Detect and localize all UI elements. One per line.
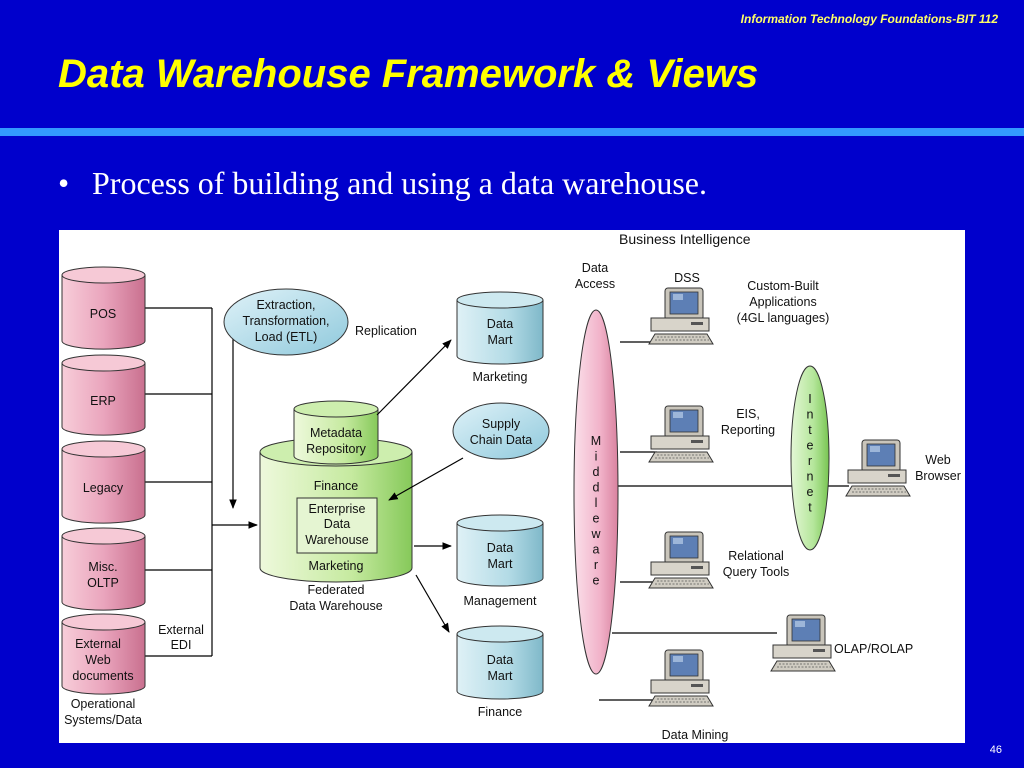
mart-marketing-label-line2: Mart (488, 333, 514, 347)
source-misc-oltp-label-line2: OLTP (87, 576, 119, 590)
mart-management-label-line2: Mart (488, 557, 514, 571)
eis-label-line1: EIS, (736, 407, 760, 421)
source-external-web-label-line1: External (75, 637, 121, 651)
relational-label-line2: Query Tools (723, 565, 789, 579)
data-warehouse-diagram: Business Intelligence Data Access POS ER… (59, 230, 965, 743)
middleware-letter: M (591, 434, 601, 448)
bullet-text: Process of building and using a data war… (92, 165, 707, 201)
middleware-letter: e (593, 574, 600, 588)
slide-title: Data Warehouse Framework & Views (58, 52, 759, 96)
relational-label-line1: Relational (728, 549, 784, 563)
data-mart-finance-db: Data Mart (456, 625, 544, 700)
web-browser-computer-icon (845, 439, 911, 497)
data-access-label-line1: Data (582, 261, 608, 275)
source-misc-oltp-db: Misc. OLTP (61, 527, 146, 611)
metadata-label-line2: Repository (306, 442, 366, 456)
custom-apps-label-line3: (4GL languages) (737, 311, 830, 325)
internet-letter: I (808, 392, 811, 406)
eis-computer-icon (648, 405, 714, 463)
edw-label-line1: Enterprise (309, 502, 366, 516)
middleware-letter: e (593, 512, 600, 526)
operational-label-line2: Systems/Data (64, 713, 142, 727)
mart-management-label-line1: Data (487, 541, 513, 555)
internet-letter: n (807, 408, 814, 422)
supply-chain-data: Supply Chain Data (452, 402, 550, 460)
mart-finance-label-line1: Data (487, 653, 513, 667)
olap-label: OLAP/ROLAP (834, 642, 913, 656)
web-browser-label-line1: Web (925, 453, 951, 467)
relational-computer-icon (648, 531, 714, 589)
source-external-web-db: External Web documents (61, 613, 146, 695)
internet-letter: t (808, 423, 812, 437)
page-number: 46 (989, 744, 1002, 756)
course-title: Information Technology Foundations-BIT 1… (740, 12, 998, 26)
warehouse-caption-line1: Federated (308, 583, 365, 597)
data-access-label-line2: Access (575, 277, 615, 291)
operational-label-line1: Operational (71, 697, 136, 711)
source-erp-label: ERP (90, 394, 116, 408)
eis-label-line2: Reporting (721, 423, 775, 437)
internet-letter: r (808, 454, 812, 468)
title-divider (0, 128, 1024, 136)
mart-finance-label-line2: Mart (488, 669, 514, 683)
external-edi-label-line2: EDI (171, 638, 192, 652)
middleware-letter: d (593, 465, 600, 479)
data-mining-computer-icon (648, 649, 714, 707)
etl-label-line2: Transformation, (242, 314, 329, 328)
mart-finance-caption: Finance (478, 705, 523, 719)
olap-computer-icon (770, 614, 836, 672)
middleware-letter: w (590, 527, 601, 541)
business-intelligence-label: Business Intelligence (619, 231, 751, 247)
etl-process: Extraction, Transformation, Load (ETL) (223, 288, 349, 356)
mart-marketing-label-line1: Data (487, 317, 513, 331)
mart-management-caption: Management (464, 594, 537, 608)
source-legacy-db: Legacy (61, 440, 146, 524)
source-legacy-label: Legacy (83, 481, 124, 495)
etl-label-line3: Load (ETL) (255, 330, 318, 344)
source-misc-oltp-label-line1: Misc. (88, 560, 117, 574)
metadata-repository-db: Metadata Repository (293, 400, 379, 465)
web-browser-label-line2: Browser (915, 469, 961, 483)
edw-label-line2: Data (324, 517, 350, 531)
bullet-point: • Process of building and using a data wa… (58, 165, 707, 202)
source-erp-db: ERP (61, 354, 146, 436)
bullet-marker: • (58, 165, 70, 201)
middleware-letter: d (593, 481, 600, 495)
supply-chain-label-line1: Supply (482, 417, 521, 431)
mart-marketing-caption: Marketing (473, 370, 528, 384)
middleware-letter: a (593, 543, 600, 557)
middleware-letter: l (595, 496, 598, 510)
source-external-web-label-line3: documents (72, 669, 133, 683)
source-pos-label: POS (90, 307, 116, 321)
data-mart-management-db: Data Mart (456, 514, 544, 587)
supply-chain-label-line2: Chain Data (470, 433, 533, 447)
etl-label-line1: Extraction, (256, 298, 315, 312)
data-mining-label: Data Mining (662, 728, 729, 742)
warehouse-caption-line2: Data Warehouse (289, 599, 382, 613)
external-edi-label-line1: External (158, 623, 204, 637)
dss-computer-icon (648, 287, 714, 345)
internet-letter: e (807, 439, 814, 453)
internet-letter: e (807, 485, 814, 499)
metadata-label-line1: Metadata (310, 426, 362, 440)
custom-apps-label-line2: Applications (749, 295, 816, 309)
internet-bus (790, 365, 830, 551)
data-mart-marketing-db: Data Mart (456, 291, 544, 365)
internet-letter: t (808, 501, 812, 515)
middleware-letter: r (594, 558, 598, 572)
custom-apps-label-line1: Custom-Built (747, 279, 819, 293)
edw-label-line3: Warehouse (305, 533, 369, 547)
replication-label: Replication (355, 324, 417, 338)
middleware-letter: i (595, 450, 598, 464)
warehouse-finance-label: Finance (314, 479, 359, 493)
warehouse-marketing-label: Marketing (309, 559, 364, 573)
dss-label: DSS (674, 271, 700, 285)
source-external-web-label-line2: Web (85, 653, 111, 667)
internet-letter: n (807, 470, 814, 484)
source-pos-db: POS (61, 266, 146, 350)
middleware-bus (573, 309, 619, 675)
